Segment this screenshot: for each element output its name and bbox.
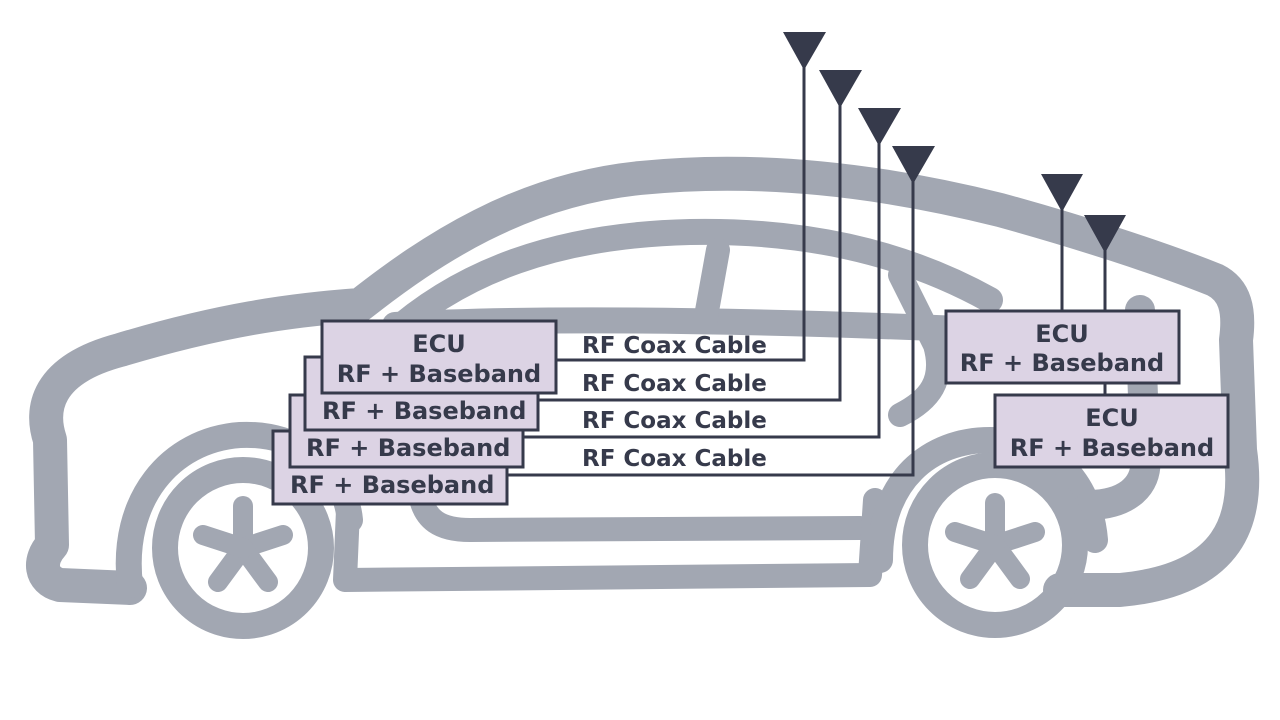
coax-wire-4 [507, 165, 915, 477]
coax-wire-3 [522, 128, 881, 439]
rear-ecu-1-title: ECU [1035, 320, 1089, 348]
cable-label-1: RF Coax Cable [582, 333, 767, 359]
cable-label-2: RF Coax Cable [582, 371, 767, 397]
antenna-icon [1084, 215, 1126, 253]
rf-baseband-label-1: RF + Baseband [337, 360, 541, 388]
car-body-outline [26, 156, 1260, 607]
car-rear-wheel-arch [867, 427, 1108, 573]
coax-wire-2 [538, 90, 842, 402]
rear-ecu-box-2 [993, 393, 1230, 469]
car-c-pillar [888, 263, 951, 427]
cable-labels: RF Coax Cable RF Coax Cable RF Coax Cabl… [582, 333, 767, 472]
antennas [783, 32, 1126, 253]
antenna-icon [858, 108, 901, 146]
car-roof-inner [372, 218, 1003, 353]
antenna-icon [783, 32, 826, 70]
ecu-label: ECU [412, 330, 466, 358]
front-ecu-stack: RF + Baseband RF + Baseband RF + Baseban… [271, 319, 558, 506]
antenna-icon [892, 146, 935, 184]
rear-hub-icon [945, 493, 1045, 589]
front-hub-icon [193, 496, 293, 592]
rear-ecus: ECU RF + Baseband ECU RF + Baseband [944, 309, 1230, 469]
coax-wires [507, 50, 1107, 477]
rf-baseband-label-4: RF + Baseband [290, 471, 494, 499]
cable-label-4: RF Coax Cable [582, 446, 767, 472]
cable-label-3: RF Coax Cable [582, 408, 767, 434]
antenna-icon [819, 70, 862, 108]
rear-ecu-2-title: ECU [1085, 404, 1139, 432]
rear-wheel [902, 452, 1088, 638]
rear-ecu-2-subtitle: RF + Baseband [1010, 434, 1214, 462]
rf-baseband-label-2: RF + Baseband [322, 397, 526, 425]
rf-baseband-label-3: RF + Baseband [306, 434, 510, 462]
antenna-icon [1041, 174, 1083, 212]
rear-ecu-1-subtitle: RF + Baseband [960, 349, 1164, 377]
front-tire [152, 457, 334, 639]
rear-ecu-box-1 [944, 309, 1181, 385]
car-b-pillar [693, 238, 730, 334]
coax-wire-1 [555, 50, 806, 362]
ecu-box-front [320, 319, 558, 395]
front-wheel [152, 457, 334, 639]
